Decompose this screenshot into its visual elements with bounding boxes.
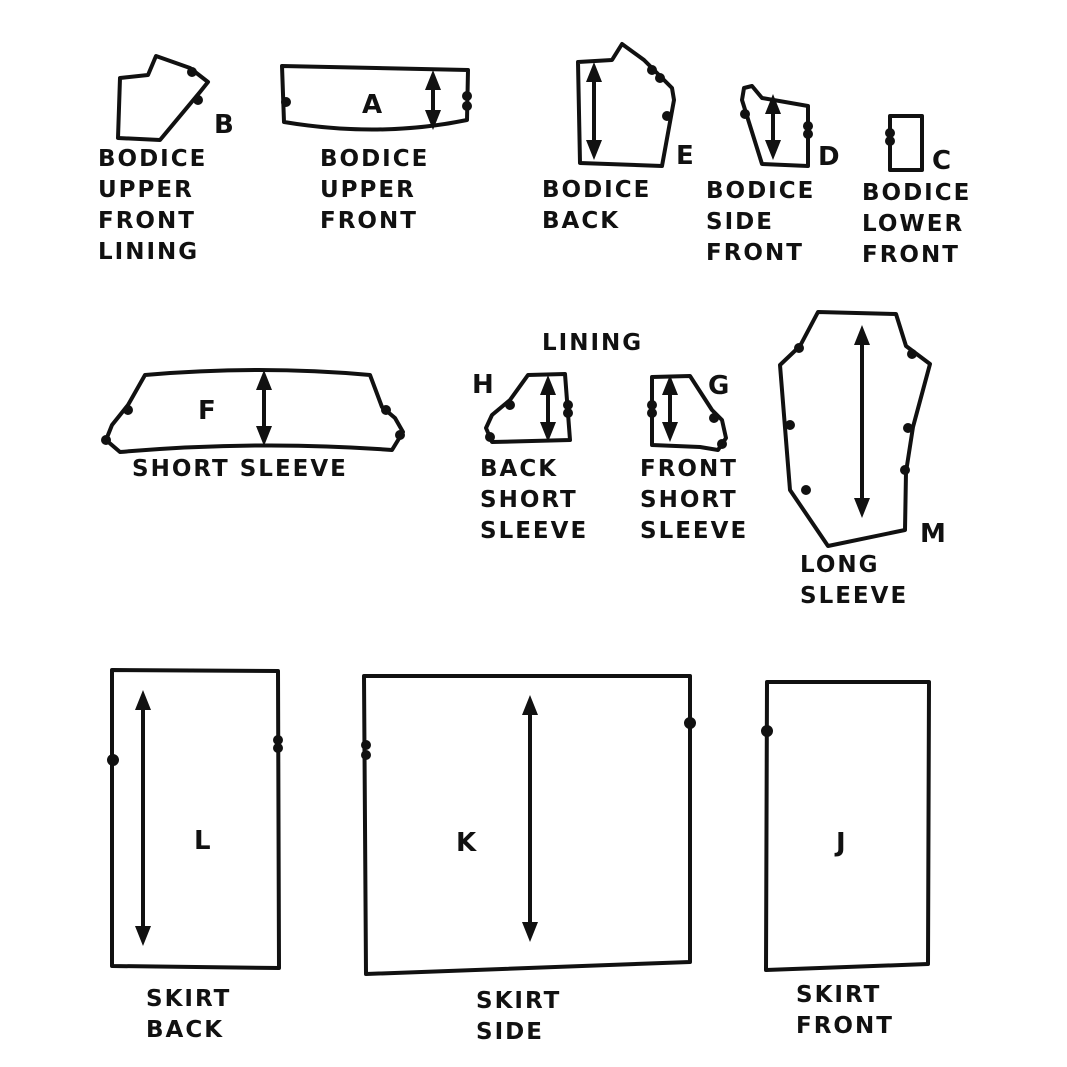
piece-letter-l: L (194, 826, 211, 856)
piece-letter-g: G (708, 371, 730, 401)
piece-label-b: BODICE UPPER FRONT LINING (98, 146, 208, 265)
piece-letter-b: B (214, 110, 234, 140)
piece-label-j: SKIRT FRONT (796, 982, 894, 1039)
piece-e-shape (576, 42, 676, 168)
piece-m-shape (778, 310, 932, 548)
piece-letter-m: M (920, 519, 946, 549)
piece-label-l: SKIRT BACK (146, 986, 232, 1043)
piece-label-e: BODICE BACK (542, 177, 652, 234)
piece-label-d: BODICE SIDE FRONT (706, 178, 816, 266)
lining-header: LINING (542, 330, 644, 356)
piece-letter-c: C (932, 146, 952, 176)
piece-b-shape (116, 54, 210, 142)
piece-a-shape (280, 64, 472, 132)
piece-label-g: FRONT SHORT SLEEVE (640, 456, 749, 544)
piece-letter-f: F (198, 396, 216, 426)
piece-f-shape (101, 368, 405, 454)
piece-label-f: SHORT SLEEVE (132, 456, 348, 482)
piece-h-shape (484, 372, 573, 444)
piece-letter-h: H (472, 370, 494, 400)
piece-label-m: LONG SLEEVE (800, 552, 909, 609)
piece-g-shape (647, 374, 728, 452)
piece-k-shape (361, 674, 696, 976)
piece-label-h: BACK SHORT SLEEVE (480, 456, 589, 544)
piece-d-shape (740, 84, 813, 168)
piece-l-shape (107, 668, 283, 970)
piece-letter-k: K (456, 828, 477, 858)
piece-letter-d: D (818, 142, 840, 172)
piece-label-k: SKIRT SIDE (476, 988, 562, 1045)
piece-letter-j: J (836, 828, 846, 858)
piece-c-shape (885, 114, 924, 172)
piece-j-shape (761, 680, 931, 972)
piece-label-a: BODICE UPPER FRONT (320, 146, 430, 234)
piece-label-c: BODICE LOWER FRONT (862, 180, 972, 268)
piece-letter-a: A (362, 90, 383, 120)
piece-letter-e: E (676, 141, 694, 171)
